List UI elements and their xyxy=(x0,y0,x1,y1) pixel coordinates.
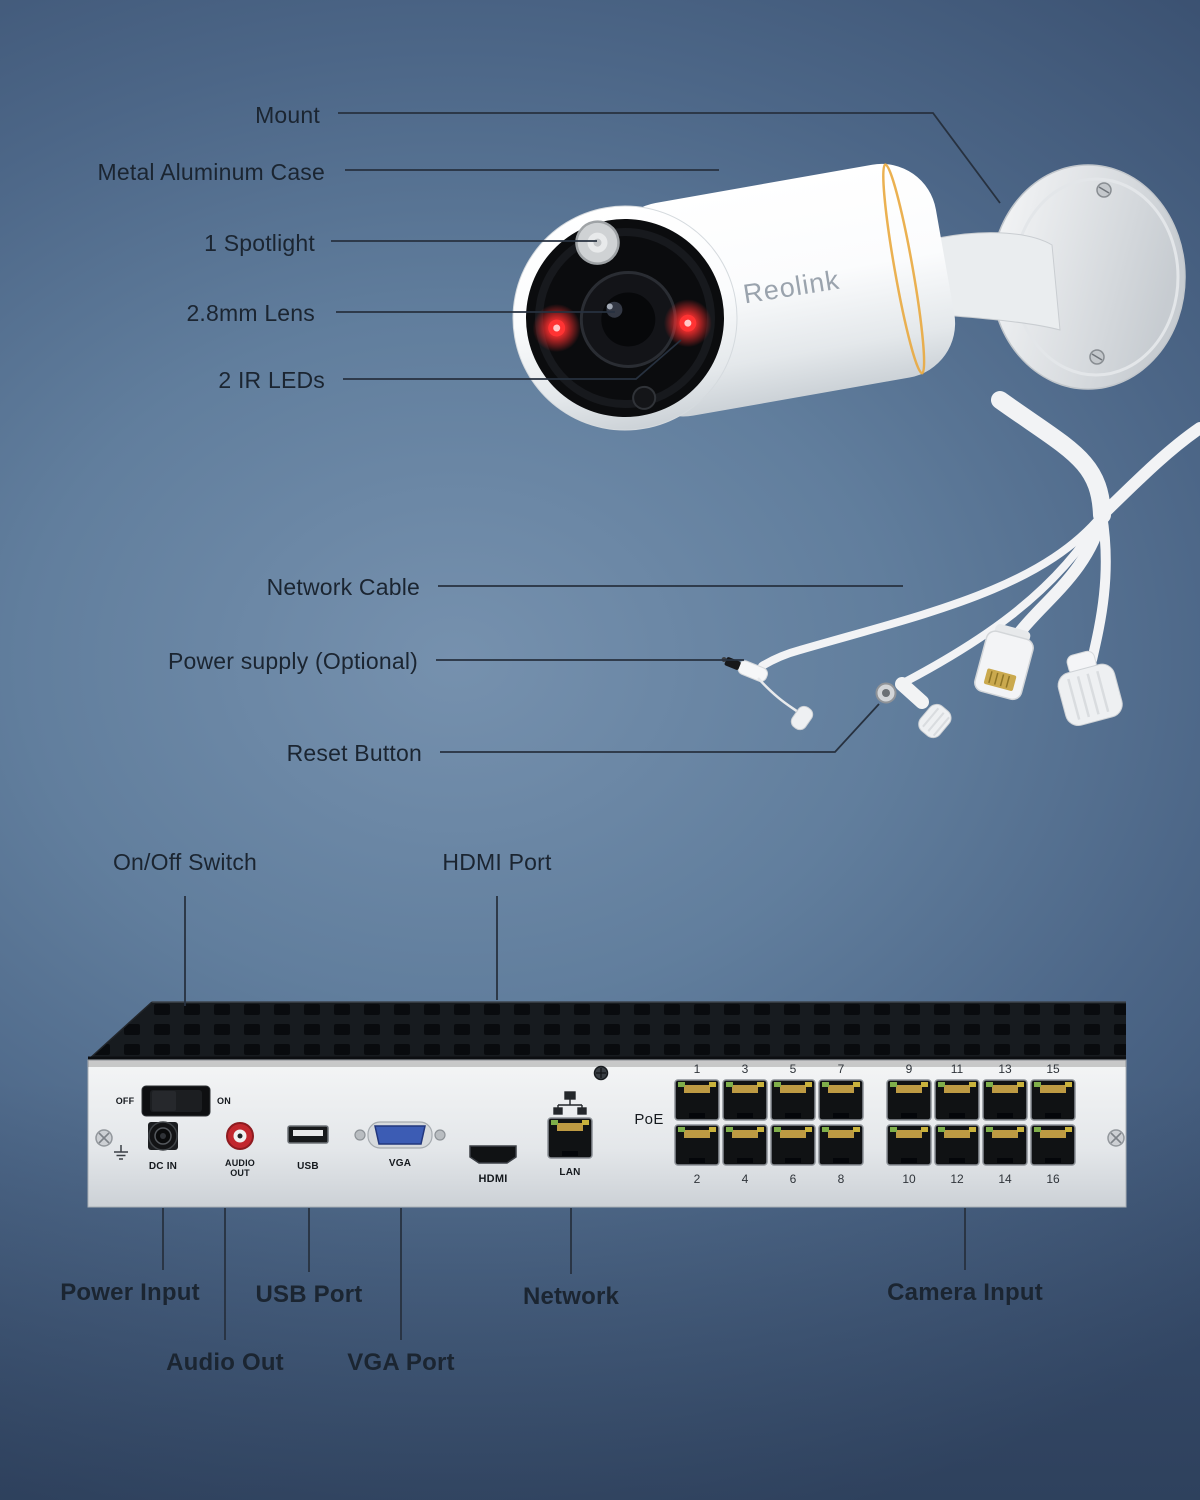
vga-label: VGA xyxy=(388,1158,412,1169)
poe-port-9[interactable] xyxy=(886,1079,932,1121)
callout-network-label: Network xyxy=(522,1283,620,1310)
port-number: 1 xyxy=(693,1062,701,1076)
port-number: 8 xyxy=(837,1172,845,1186)
poe-port-15[interactable] xyxy=(1030,1079,1076,1121)
usb-label: USB xyxy=(297,1161,319,1172)
port-number: 16 xyxy=(1046,1172,1060,1186)
poe-port-11[interactable] xyxy=(934,1079,980,1121)
switch-off-label: OFF xyxy=(115,1096,135,1106)
poe-port-2[interactable] xyxy=(674,1124,720,1166)
port-number: 5 xyxy=(789,1062,797,1076)
poe-port-6[interactable] xyxy=(770,1124,816,1166)
callout-case-label: Metal Aluminum Case xyxy=(97,159,325,185)
dc-in-port[interactable] xyxy=(148,1121,178,1151)
callout-power-supply-label: Power supply (Optional) xyxy=(167,648,418,674)
callout-lens-label: 2.8mm Lens xyxy=(186,300,315,326)
leader-reset-button xyxy=(440,703,880,753)
poe-port-10[interactable] xyxy=(886,1124,932,1166)
callout-vga-port-label: VGA Port xyxy=(347,1349,455,1376)
leader-ir-leds xyxy=(343,339,682,380)
switch-on-label: ON xyxy=(217,1096,231,1106)
network-connector xyxy=(974,624,1034,701)
port-number: 6 xyxy=(789,1172,797,1186)
callout-ir-leds-label: 2 IR LEDs xyxy=(218,367,325,393)
callout-camera-input-label: Camera Input xyxy=(887,1279,1043,1306)
nvr-top-screw xyxy=(593,1065,609,1081)
callout-reset-button-label: Reset Button xyxy=(286,740,422,766)
camera-cables xyxy=(758,391,1200,686)
reset-connector xyxy=(875,677,929,709)
power-cap-strap xyxy=(757,677,799,714)
ir-led-left xyxy=(532,304,581,353)
poe-port-13[interactable] xyxy=(982,1079,1028,1121)
callout-mount-label: Mount xyxy=(255,102,320,128)
poe-port-4[interactable] xyxy=(722,1124,768,1166)
dc-in-label: DC IN xyxy=(148,1161,178,1172)
mount-screw-bottom xyxy=(1089,349,1105,365)
poe-port-12[interactable] xyxy=(934,1124,980,1166)
port-number: 15 xyxy=(1046,1062,1060,1076)
spotlight xyxy=(575,220,620,265)
camera-mount xyxy=(937,164,1186,390)
reset-cap xyxy=(918,703,952,739)
camera-body xyxy=(512,163,956,431)
power-connector xyxy=(721,657,769,682)
poe-port-8[interactable] xyxy=(818,1124,864,1166)
panel-screw-left xyxy=(95,1129,113,1147)
camera-seam-ring xyxy=(882,163,926,375)
callout-usb-port-label: USB Port xyxy=(255,1281,363,1308)
lan-port[interactable] xyxy=(547,1117,593,1159)
power-switch[interactable] xyxy=(141,1085,211,1117)
poe-port-1[interactable] xyxy=(674,1079,720,1121)
callout-hdmi-port-label: HDMI Port xyxy=(442,849,552,875)
panel-screw-right xyxy=(1107,1129,1125,1147)
port-number: 10 xyxy=(902,1172,916,1186)
leader-mount xyxy=(338,112,1001,204)
camera-mic-sensor xyxy=(632,385,657,410)
port-number: 2 xyxy=(693,1172,701,1186)
port-number: 12 xyxy=(950,1172,964,1186)
port-number: 13 xyxy=(998,1062,1012,1076)
nvr-device xyxy=(87,1001,1127,1208)
camera-lens xyxy=(579,270,677,368)
ir-led-right xyxy=(663,299,712,348)
callout-spotlight-label: 1 Spotlight xyxy=(204,230,315,256)
lan-label: LAN xyxy=(559,1167,581,1178)
usb-port[interactable] xyxy=(287,1125,329,1144)
poe-port-7[interactable] xyxy=(818,1079,864,1121)
callout-on-off-switch-label: On/Off Switch xyxy=(112,849,258,875)
audio-out-label: AUDIO OUT xyxy=(225,1158,255,1178)
ground-symbol-icon xyxy=(114,1145,128,1160)
lan-network-icon xyxy=(553,1091,587,1115)
waterproof-cap xyxy=(1057,650,1123,727)
audio-out-port[interactable] xyxy=(226,1122,254,1150)
leader-lines xyxy=(162,112,1001,1340)
port-number: 3 xyxy=(741,1062,749,1076)
poe-port-16[interactable] xyxy=(1030,1124,1076,1166)
port-number: 11 xyxy=(950,1062,964,1076)
callout-network-cable-label: Network Cable xyxy=(266,574,420,600)
nvr-top-vents xyxy=(88,1002,1126,1060)
power-cap xyxy=(790,705,814,731)
poe-port-14[interactable] xyxy=(982,1124,1028,1166)
callout-audio-out-label: Audio Out xyxy=(166,1349,284,1376)
port-number: 9 xyxy=(905,1062,913,1076)
port-number: 4 xyxy=(741,1172,749,1186)
hdmi-port[interactable] xyxy=(469,1145,517,1164)
port-number: 7 xyxy=(837,1062,845,1076)
callout-power-input-label: Power Input xyxy=(60,1279,200,1306)
poe-port-3[interactable] xyxy=(722,1079,768,1121)
vga-port[interactable] xyxy=(354,1121,446,1149)
hdmi-label: HDMI xyxy=(478,1173,508,1185)
poe-label: PoE xyxy=(634,1111,664,1128)
port-number: 14 xyxy=(998,1172,1012,1186)
mount-screw-top xyxy=(1096,182,1112,198)
poe-port-5[interactable] xyxy=(770,1079,816,1121)
